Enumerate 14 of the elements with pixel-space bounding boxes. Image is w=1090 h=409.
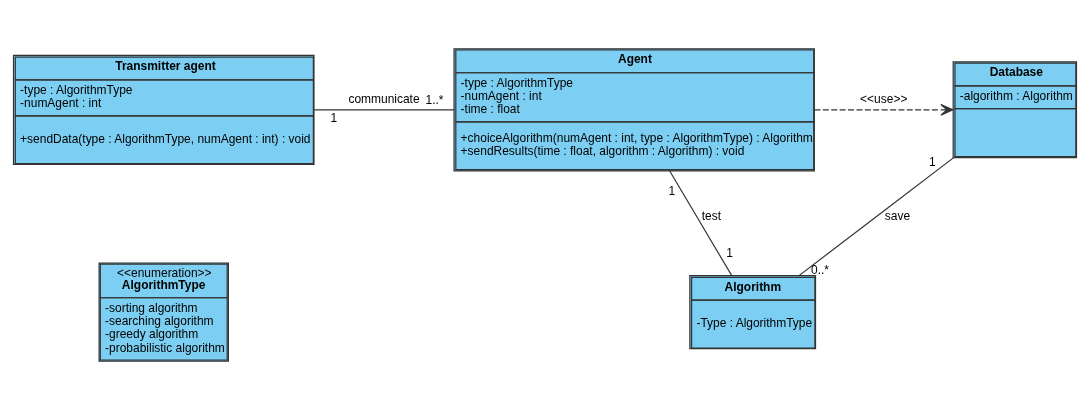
- label: 1: [668, 183, 676, 198]
- label: 1: [726, 245, 733, 260]
- label: 1: [330, 110, 338, 125]
- label: 0..*: [811, 262, 830, 277]
- edge-label: communicate: [348, 91, 420, 106]
- edge-label: save: [884, 208, 911, 223]
- edge-label: <<use>>: [860, 91, 908, 106]
- connector: [669, 169, 733, 276]
- connector: [798, 156, 954, 276]
- label: 1..*: [425, 92, 444, 107]
- connector: [313, 108, 455, 110]
- arrow: [813, 103, 954, 116]
- label: 1: [928, 154, 936, 168]
- edge-label: test: [701, 208, 722, 223]
